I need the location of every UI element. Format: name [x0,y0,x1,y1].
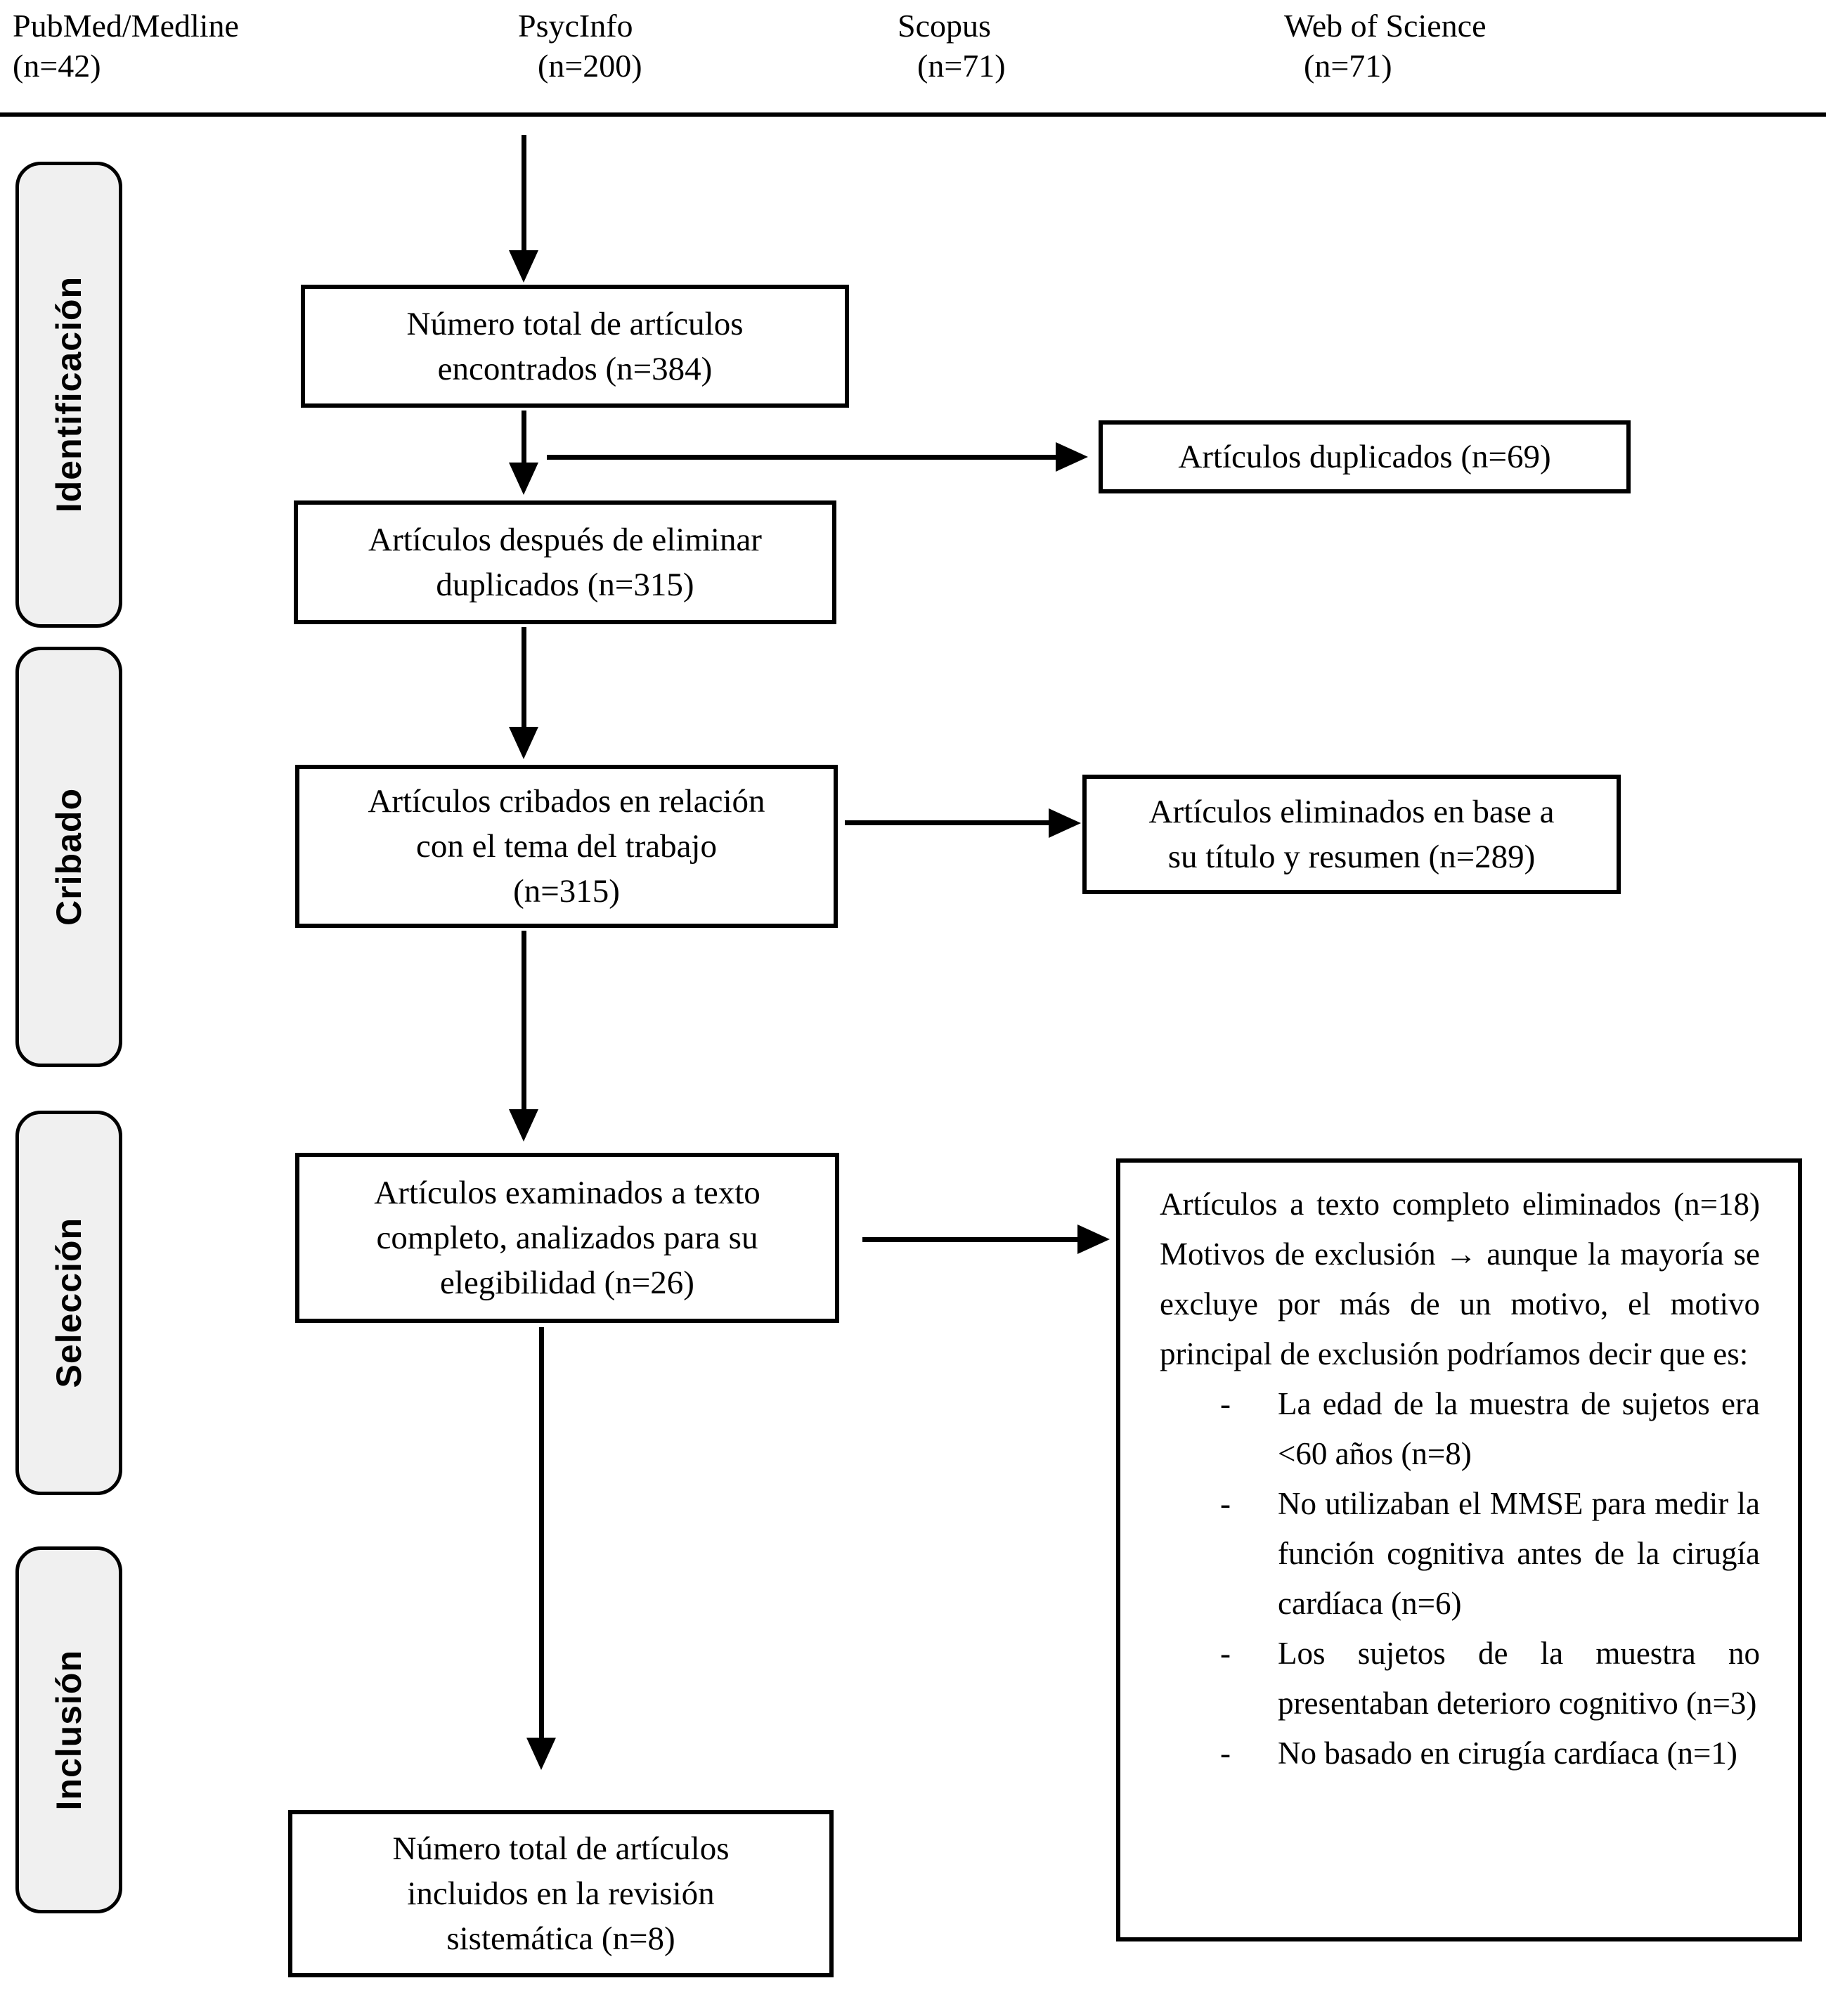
arrow-to-fulltext-excluded-head-icon [1077,1225,1110,1254]
arrow-afterdup-to-screened-shaft [522,627,526,730]
arrow-to-excluded-title-head-icon [1049,808,1081,838]
source-name: PsycInfo [518,8,633,44]
box-excluded-title-abstract: Artículos eliminados en base a su título… [1082,775,1621,894]
source-name: PubMed/Medline [13,8,239,44]
box-duplicates: Artículos duplicados (n=69) [1099,420,1631,493]
dash-bullet-icon: - [1220,1736,1231,1771]
arrow-fulltext-to-included-head-icon [526,1738,556,1770]
exclusion-reason-text: La edad de la muestra de sujetos era <60… [1278,1386,1760,1471]
box-screened: Artículos cribados en relación con el te… [295,765,838,928]
exclusion-reason-item: - No utilizaban el MMSE para medir la fu… [1160,1479,1760,1629]
box-fulltext-assessed: Artículos examinados a texto completo, a… [295,1153,839,1323]
source-count: (n=42) [13,48,101,84]
stage-label: Cribado [49,788,89,926]
exclusion-reason-text: No utilizaban el MMSE para medir la func… [1278,1486,1760,1621]
arrow-to-fulltext-excluded-shaft [862,1237,1079,1242]
source-webofscience: Web of Science (n=71) [1284,6,1487,86]
stage-label: Identificación [49,276,89,513]
source-name: Scopus [898,8,991,44]
exclusion-reason-text: Los sujetos de la muestra no presentaban… [1278,1636,1760,1721]
arrow-total-to-afterdup-shaft [522,411,526,464]
source-count: (n=71) [917,48,1006,84]
stage-identification: Identificación [15,162,122,628]
exclusion-reason-item: - La edad de la muestra de sujetos era <… [1160,1379,1760,1479]
stage-inclusion: Inclusión [15,1546,122,1913]
box-fulltext-excluded: Artículos a texto completo eliminados (n… [1116,1158,1802,1941]
dash-bullet-icon: - [1220,1636,1231,1671]
exclusion-reason-item: - Los sujetos de la muestra no presentab… [1160,1629,1760,1729]
stage-label: Selección [49,1217,89,1388]
stage-label: Inclusión [49,1649,89,1811]
box-after-duplicates: Artículos después de eliminar duplicados… [294,500,836,624]
box-included: Número total de artículos incluidos en l… [288,1810,834,1977]
exclusion-reason-list: - La edad de la muestra de sujetos era <… [1160,1379,1760,1778]
arrow-sources-to-total-shaft [522,135,526,252]
dash-bullet-icon: - [1220,1386,1231,1421]
source-name: Web of Science [1284,8,1487,44]
arrow-sources-to-total-head-icon [509,250,538,283]
arrow-afterdup-to-screened-head-icon [509,727,538,759]
arrow-total-to-afterdup-head-icon [509,463,538,495]
header-divider-line [0,112,1826,117]
stage-selection: Selección [15,1111,122,1495]
box-total-found: Número total de artículos encontrados (n… [301,285,849,408]
arrow-screened-to-fulltext-shaft [522,931,526,1112]
arrow-to-duplicates-shaft [547,455,1057,460]
source-pubmed: PubMed/Medline (n=42) [13,6,239,86]
arrow-to-duplicates-head-icon [1056,442,1088,472]
exclusion-reason-item: - No basado en cirugía cardíaca (n=1) [1160,1729,1760,1778]
source-count: (n=71) [1304,48,1392,84]
dash-bullet-icon: - [1220,1486,1231,1521]
exclusion-paragraph: Artículos a texto completo eliminados (n… [1160,1187,1760,1371]
source-count: (n=200) [538,48,642,84]
source-psycinfo: PsycInfo (n=200) [518,6,642,86]
arrow-fulltext-to-included-shaft [539,1327,544,1742]
arrow-to-excluded-title-shaft [845,820,1051,825]
source-scopus: Scopus (n=71) [898,6,1006,86]
stage-screening: Cribado [15,647,122,1067]
exclusion-reason-text: No basado en cirugía cardíaca (n=1) [1278,1736,1737,1771]
arrow-screened-to-fulltext-head-icon [509,1109,538,1142]
